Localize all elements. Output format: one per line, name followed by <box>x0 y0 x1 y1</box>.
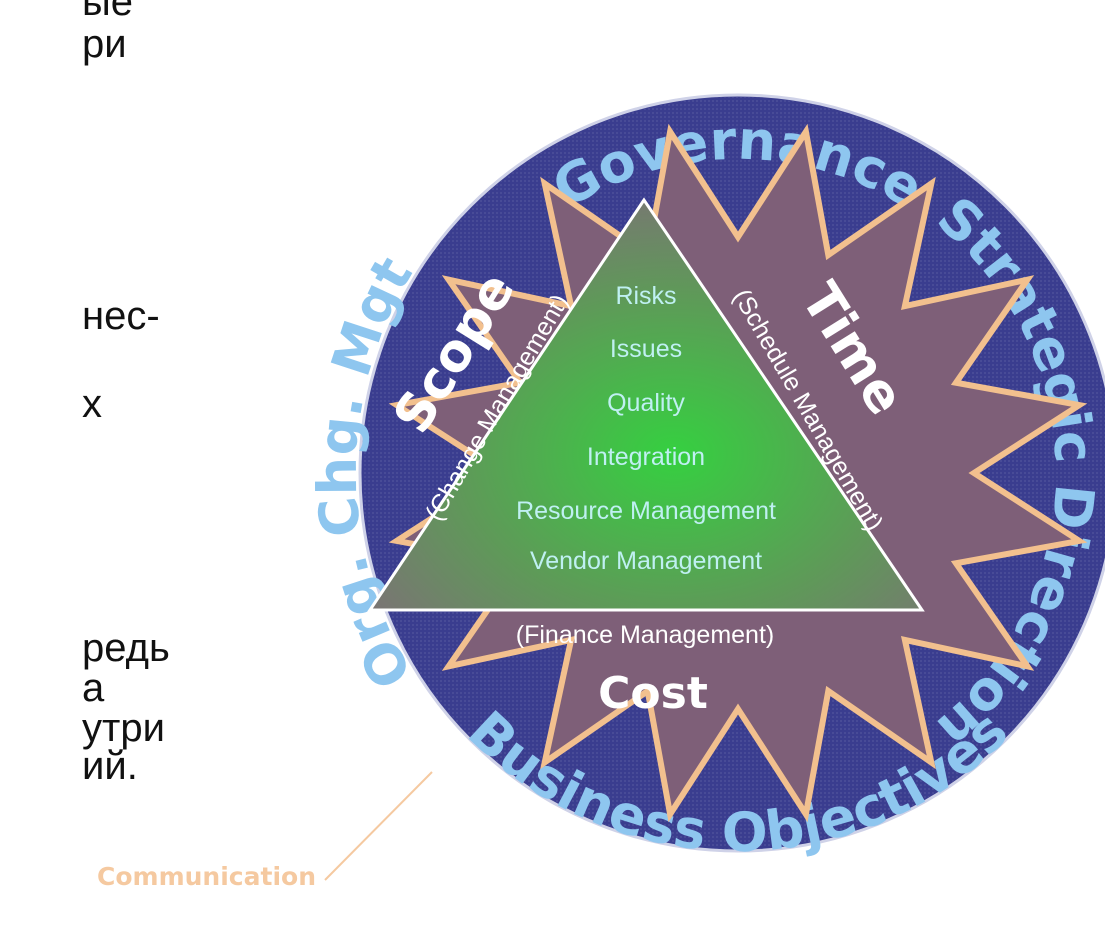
center-item: Resource Management <box>516 497 776 525</box>
cost-title: Cost <box>598 668 708 719</box>
left-fragment-5: редь <box>82 626 170 670</box>
left-fragment-7: утри <box>82 706 165 750</box>
center-item: Risks <box>615 282 676 310</box>
left-fragment-8: ий. <box>82 744 138 788</box>
communication-label: Communication <box>97 862 316 891</box>
left-fragment-1: ые <box>82 0 133 24</box>
center-item: Integration <box>587 443 705 471</box>
cost-subtitle: (Finance Management) <box>516 621 774 649</box>
left-fragment-3: нес- <box>82 294 160 338</box>
left-fragment-6: а <box>82 666 105 710</box>
left-fragment-2: ри <box>82 22 127 66</box>
communication-pointer <box>324 771 433 881</box>
left-fragment-4: х <box>82 382 102 426</box>
center-triangle <box>367 197 925 612</box>
center-item: Vendor Management <box>530 547 762 575</box>
center-item: Issues <box>610 335 682 363</box>
center-item: Quality <box>607 389 685 417</box>
